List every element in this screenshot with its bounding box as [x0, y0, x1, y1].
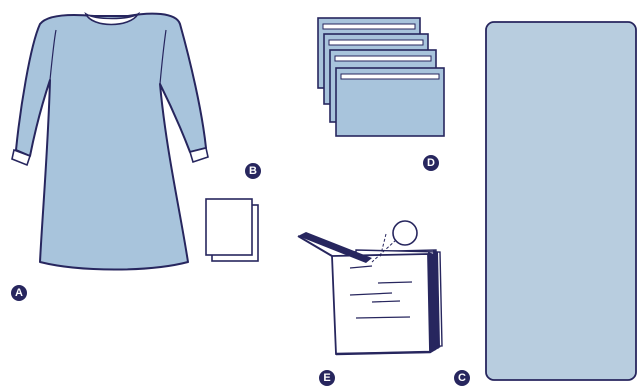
bag-stack-icon: [318, 18, 444, 136]
label-d-badge: D: [423, 155, 439, 171]
label-e-badge: E: [319, 370, 335, 386]
label-c: C: [458, 372, 466, 384]
label-d: D: [427, 157, 435, 169]
folded-stack-with-tab-icon: [298, 221, 442, 354]
label-e: E: [323, 372, 330, 384]
drape-sheet-icon: [486, 22, 636, 380]
label-a-badge: A: [11, 285, 27, 301]
paper-towel-icon: [206, 199, 258, 261]
label-a: A: [15, 287, 23, 299]
surgical-gown-icon: [12, 14, 208, 270]
label-b: B: [249, 165, 257, 177]
label-c-badge: C: [454, 370, 470, 386]
label-b-badge: B: [245, 163, 261, 179]
